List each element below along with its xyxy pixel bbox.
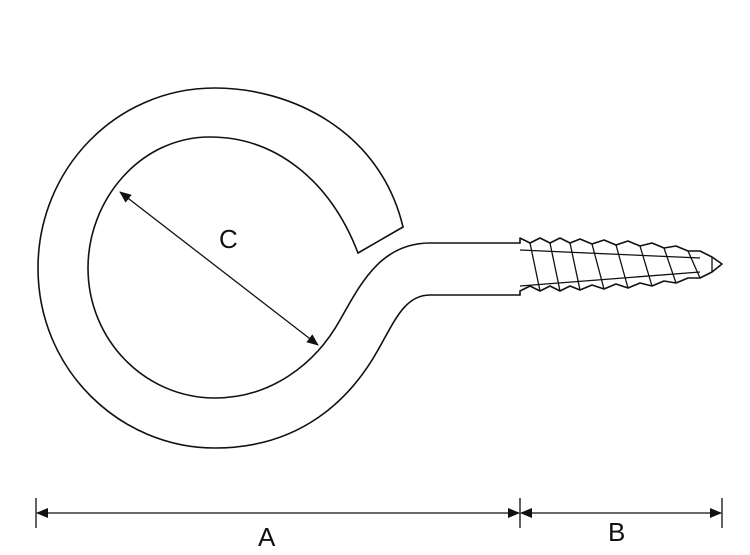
dimension-c-arrow xyxy=(119,191,319,346)
thread-root-bottom xyxy=(519,271,701,287)
dimension-c-label: C xyxy=(219,224,238,254)
dimension-b-label: B xyxy=(608,517,625,547)
ring-outer-edge xyxy=(37,87,521,449)
hook-outline xyxy=(37,87,521,449)
ring-inner-edge xyxy=(357,226,404,254)
thread-section xyxy=(519,237,723,296)
dimension-a-label: A xyxy=(258,522,276,552)
thread-root-top xyxy=(519,249,701,259)
dimension-lines-bottom: A B xyxy=(35,498,723,552)
thread-profile xyxy=(519,237,723,296)
thread-crest-lines xyxy=(529,242,713,292)
ring-inner-curve xyxy=(87,136,521,399)
dimension-c: C xyxy=(119,191,319,346)
